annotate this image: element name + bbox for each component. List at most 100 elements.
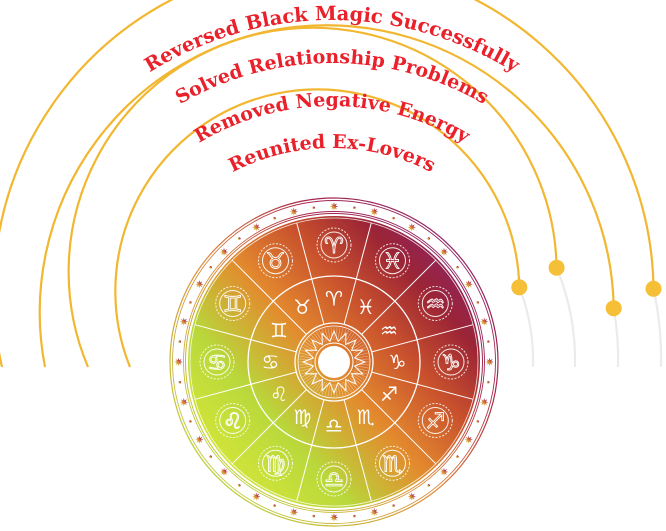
sector-divider (371, 371, 474, 400)
sign-libra: ♎♎ (316, 414, 352, 497)
sign-scorpio: ♏♏ (357, 405, 410, 481)
bull-icon: ♉ (258, 243, 293, 279)
star-icon (252, 223, 261, 232)
dot-icon (312, 206, 316, 210)
sign-cancer: ♋♋ (199, 344, 280, 380)
capricorn-symbol-icon: ♑ (389, 350, 407, 374)
dot-icon (353, 206, 356, 210)
leo-symbol-icon: ♌ (270, 382, 288, 406)
gray-arc-tail (518, 286, 535, 368)
scorpion-icon: ♏ (375, 445, 410, 481)
sign-leo: ♌♌ (215, 382, 288, 438)
progress-dot-icon (605, 300, 622, 317)
dot-icon (476, 301, 480, 304)
sector-divider (231, 259, 307, 335)
star-icon (219, 467, 229, 477)
gemini-symbol-icon: ♊ (270, 318, 288, 342)
star-icon (179, 398, 188, 407)
sign-pisces: ♓♓ (357, 243, 410, 319)
ram-icon: ♈ (316, 227, 352, 263)
svg-text:♊: ♊ (223, 293, 243, 318)
dot-icon (486, 381, 490, 384)
svg-text:♋: ♋ (207, 351, 227, 376)
gold-arc (0, 0, 655, 368)
twins-icon: ♊ (215, 286, 251, 321)
dot-icon (427, 237, 431, 240)
virgo-symbol-icon: ♍ (293, 405, 311, 429)
star-icon (329, 513, 339, 522)
sector-divider (343, 222, 372, 325)
dot-icon (392, 217, 395, 220)
star-icon (174, 357, 183, 367)
sagittarius-symbol-icon: ♐ (380, 382, 398, 406)
fish-icon: ♓ (375, 243, 410, 279)
cancer-symbol-icon: ♋ (262, 350, 280, 374)
dot-icon (456, 266, 459, 269)
svg-text:♍: ♍ (266, 452, 286, 477)
dot-icon (209, 266, 212, 269)
sector-divider (296, 222, 325, 325)
achievement-label: Reunited Ex-Lovers (225, 131, 439, 177)
star-icon (439, 467, 449, 477)
dot-icon (189, 301, 192, 304)
water-bearer-icon: ♒ (417, 286, 453, 321)
sign-gemini: ♊♊ (215, 286, 288, 342)
sector-divider (194, 371, 297, 400)
symbol-ring (247, 275, 421, 449)
gold-arc (38, 24, 615, 368)
svg-text:♌: ♌ (223, 410, 243, 435)
maiden-icon: ♍ (258, 445, 293, 481)
sector-divider (194, 324, 297, 353)
pisces-symbol-icon: ♓ (357, 295, 375, 319)
dot-icon (178, 340, 182, 344)
dot-icon (273, 504, 276, 508)
scorpio-symbol-icon: ♏ (357, 405, 375, 429)
star-icon (464, 280, 473, 289)
aries-symbol-icon: ♈ (325, 287, 343, 311)
achievement-arc-2 (38, 24, 622, 368)
star-icon (289, 508, 298, 517)
star-icon (252, 492, 261, 501)
svg-text:♎: ♎ (324, 468, 344, 493)
gold-arc (114, 88, 521, 368)
star-icon (370, 508, 379, 517)
dot-icon (353, 514, 356, 518)
progress-dot-icon (645, 280, 662, 297)
star-icon (289, 207, 298, 216)
svg-text:♐: ♐ (425, 410, 445, 435)
lion-icon: ♌ (215, 403, 251, 438)
achievement-arc-3 (67, 26, 577, 368)
goat-icon: ♑ (433, 344, 469, 380)
star-icon (195, 280, 204, 289)
dot-icon (427, 484, 431, 487)
dot-icon (189, 420, 192, 423)
star-icon (407, 492, 416, 501)
star-icon (219, 247, 229, 257)
gray-arc-tail (555, 267, 577, 368)
star-icon (179, 317, 188, 326)
dot-icon (238, 484, 241, 487)
aquarius-symbol-icon: ♒ (380, 318, 398, 342)
dot-icon (209, 455, 212, 459)
sector-divider (343, 399, 372, 502)
progress-dot-icon (511, 279, 528, 296)
star-band (174, 202, 494, 522)
sign-aquarius: ♒♒ (380, 286, 453, 342)
sign-taurus: ♉♉ (258, 243, 311, 319)
svg-text:♑: ♑ (441, 351, 461, 376)
dot-icon (456, 455, 459, 459)
libra-symbol-icon: ♎ (325, 414, 343, 438)
dot-icon (178, 381, 182, 384)
svg-text:♉: ♉ (266, 250, 286, 275)
progress-dot-icon (548, 259, 565, 276)
sector-divider (371, 324, 474, 353)
dot-icon (238, 237, 241, 240)
sector-divider (361, 259, 437, 335)
star-icon (480, 398, 489, 407)
dot-icon (392, 504, 395, 508)
svg-text:♏: ♏ (383, 452, 403, 477)
bow-and-arrow-icon: ♐ (417, 403, 453, 438)
dot-icon (312, 514, 316, 518)
dot-icon (476, 420, 480, 423)
